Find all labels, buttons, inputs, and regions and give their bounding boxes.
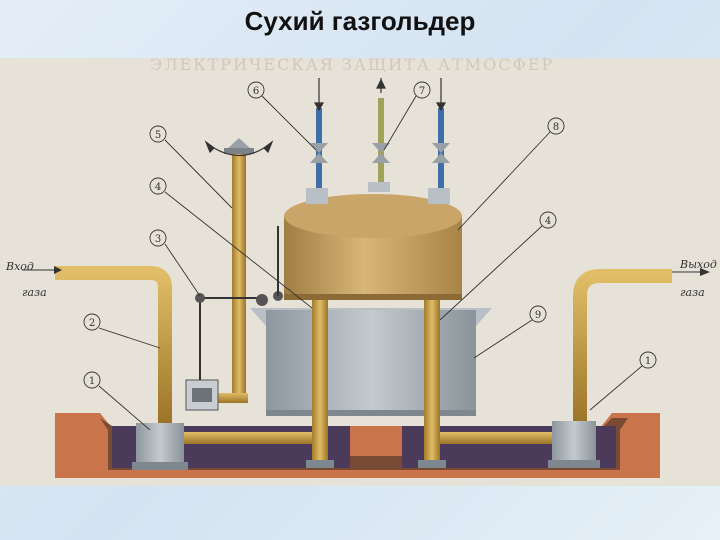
callout-3: 3 <box>149 229 201 297</box>
callout-6: 6 <box>247 81 317 151</box>
upper-gas-holder <box>284 194 462 300</box>
svg-text:1: 1 <box>89 376 95 387</box>
svg-text:5: 5 <box>155 130 161 141</box>
lower-steel-tank <box>250 308 492 416</box>
callout-9: 9 <box>473 305 547 359</box>
svg-text:7: 7 <box>419 86 425 97</box>
faded-header-text: ЭЛЕКТРИЧЕСКАЯ ЗАЩИТА АТМОСФЕР <box>150 58 554 74</box>
svg-text:6: 6 <box>253 86 259 97</box>
svg-text:Вход: Вход <box>5 260 34 273</box>
svg-text:4: 4 <box>545 216 551 227</box>
svg-text:газа: газа <box>22 286 47 299</box>
inlet-label: Вход газа <box>5 260 62 299</box>
callout-8: 8 <box>457 117 565 231</box>
callout-7: 7 <box>383 81 431 151</box>
vent-stack <box>214 138 254 403</box>
flow-arrows <box>204 78 447 157</box>
level-gauge <box>185 226 283 411</box>
svg-text:Выход: Выход <box>679 258 717 271</box>
callout-1-left: 1 <box>83 371 151 431</box>
svg-text:1: 1 <box>645 356 651 367</box>
support-columns <box>306 300 446 468</box>
underground-pipes <box>184 432 552 444</box>
svg-text:8: 8 <box>553 122 559 133</box>
callout-4-right: 4 <box>439 211 557 321</box>
svg-text:3: 3 <box>155 234 161 245</box>
svg-text:4: 4 <box>155 182 161 193</box>
svg-text:9: 9 <box>535 310 541 321</box>
diagram-photo: ЭЛЕКТРИЧЕСКАЯ ЗАЩИТА АТМОСФЕР <box>0 58 720 486</box>
callout-2: 2 <box>83 313 161 349</box>
outlet-pipe <box>548 269 672 468</box>
inlet-pipe <box>55 266 188 470</box>
outlet-label: Выход газа <box>672 258 717 299</box>
top-valves <box>306 98 450 204</box>
svg-text:газа: газа <box>680 286 705 299</box>
slide-title: Сухий газгольдер <box>244 6 476 36</box>
callout-4-left: 4 <box>149 177 313 309</box>
svg-text:2: 2 <box>89 318 95 329</box>
callout-5: 5 <box>149 125 233 209</box>
callout-1-right: 1 <box>589 351 657 411</box>
